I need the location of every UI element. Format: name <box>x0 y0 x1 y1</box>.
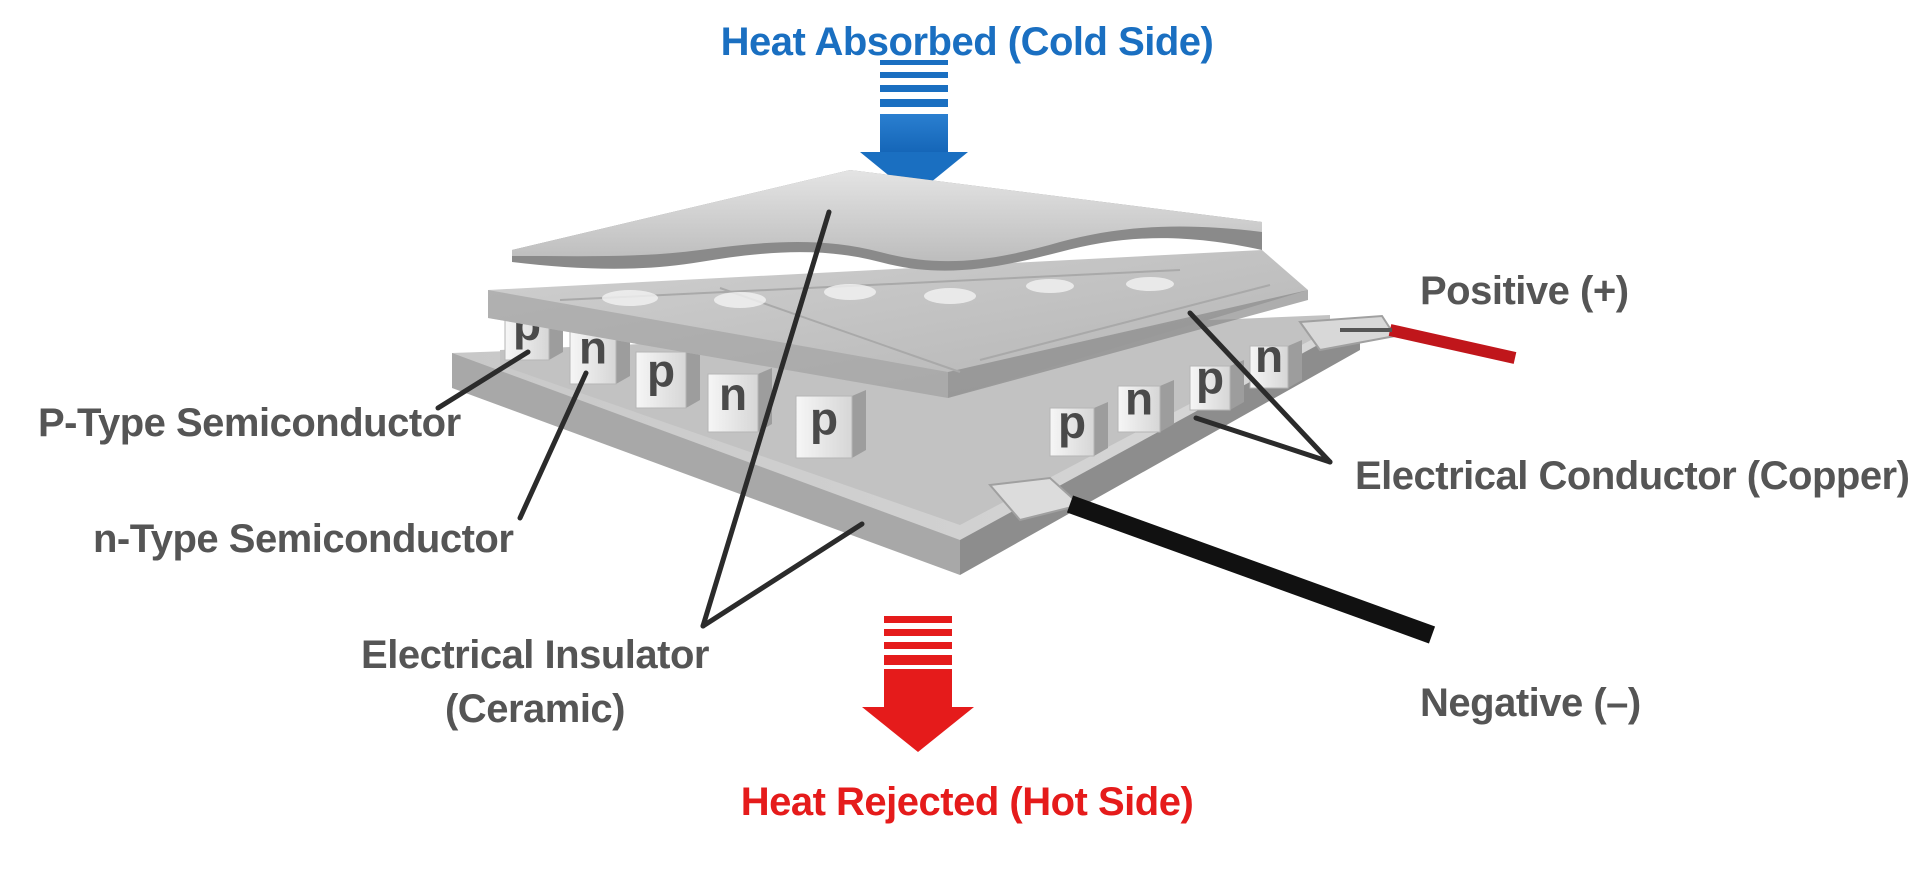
top-ceramic-plate <box>512 170 1262 271</box>
upper-conductor-plate <box>488 250 1308 398</box>
leader-n-type <box>517 370 589 521</box>
leader-conductor-top <box>1187 310 1333 465</box>
leg-letter: p <box>1196 351 1224 403</box>
heat-absorbed-label: Heat Absorbed (Cold Side) <box>721 20 1214 64</box>
hot-heat-arrow <box>862 616 974 752</box>
positive-wire <box>1298 314 1517 364</box>
leg-letter: n <box>1255 330 1283 382</box>
leg-letter: n <box>1125 373 1153 425</box>
leg-letter: p <box>1058 396 1086 448</box>
conductor-label: Electrical Conductor (Copper) <box>1355 454 1909 498</box>
positive-label: Positive (+) <box>1420 269 1629 313</box>
leg-front-3: p <box>635 345 700 409</box>
leg-right-3: p <box>1189 351 1244 411</box>
insulator-label-line1: Electrical Insulator <box>361 633 709 677</box>
leader-conductor-bottom <box>1193 415 1333 465</box>
p-type-label: P-Type Semiconductor <box>38 401 461 445</box>
lower-conductors <box>500 315 1330 525</box>
cold-heat-arrow <box>860 60 968 196</box>
leg-letter: p <box>810 392 838 444</box>
leg-letter: n <box>719 368 747 420</box>
negative-wire <box>988 476 1436 644</box>
leg-right-1: p <box>1049 396 1108 457</box>
heat-rejected-label: Heat Rejected (Hot Side) <box>741 780 1194 824</box>
leader-insulator-base <box>700 521 865 629</box>
leader-p-type <box>435 349 531 411</box>
leg-right-2: n <box>1117 373 1174 433</box>
n-type-label: n-Type Semiconductor <box>93 517 513 561</box>
leader-insulator-top <box>700 209 832 629</box>
leg-front-5: p <box>795 390 866 459</box>
leader-lines <box>435 209 1333 629</box>
negative-label: Negative (–) <box>1420 681 1641 725</box>
insulator-label-line2: (Ceramic) <box>445 687 625 731</box>
leg-letter: p <box>647 345 675 397</box>
